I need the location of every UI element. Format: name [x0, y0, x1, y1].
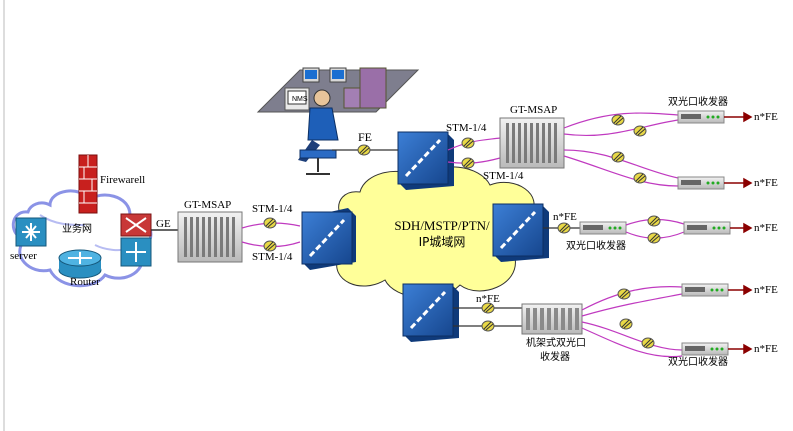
output-arrows — [724, 111, 753, 355]
router-label: Router — [70, 276, 100, 288]
output-nfe-label: n*FE — [754, 111, 778, 123]
attenuator-icon — [357, 144, 371, 156]
attenuator-icon — [647, 232, 661, 244]
attenuator-icon — [611, 151, 625, 163]
transceiver-device — [579, 221, 627, 235]
attenuator-icon — [263, 240, 277, 252]
nfe-label: n*FE — [553, 211, 577, 223]
output-nfe-label: n*FE — [754, 284, 778, 296]
attenuator-icon — [633, 172, 647, 184]
fe-label: FE — [358, 130, 373, 144]
sdh-node-bottom — [402, 283, 459, 342]
stm-label: STM-1/4 — [483, 170, 524, 182]
router-icon — [58, 249, 102, 279]
gt-msap-left-label: GT-MSAP — [184, 199, 232, 211]
output-nfe-label: n*FE — [754, 343, 778, 355]
attenuator-icon — [461, 157, 475, 169]
cloud-line-1: SDH/MSTP/PTN/ — [394, 218, 490, 233]
server-icon — [15, 217, 47, 247]
gt-msap-left-device — [177, 211, 243, 263]
core-switch-icon — [120, 213, 152, 267]
nfe-label: n*FE — [476, 293, 500, 305]
attenuator-icon — [641, 337, 655, 349]
attenuator-icon — [557, 222, 571, 234]
stm-label: STM-1/4 — [446, 122, 487, 134]
nms-workstation — [256, 67, 420, 175]
transceiver-label: 双光口收发器 — [668, 97, 728, 108]
transceiver-device — [677, 176, 725, 190]
firewall-icon — [78, 154, 98, 214]
rack-label-1: 机架式双光口 — [526, 338, 586, 349]
lan-label: 业务网 — [62, 224, 92, 235]
nms-screen-label: NMS — [292, 96, 308, 103]
transceiver-device — [681, 342, 729, 356]
transceiver-label: 双光口收发器 — [668, 357, 728, 368]
ge-label: GE — [156, 218, 171, 230]
attenuator-icon — [619, 318, 633, 330]
sdh-node-top — [397, 131, 454, 190]
attenuator-icon — [647, 215, 661, 227]
sdh-node-left — [301, 208, 356, 270]
stm-label: STM-1/4 — [252, 251, 293, 263]
attenuator-icon — [461, 137, 475, 149]
transceiver-device — [677, 110, 725, 124]
metro-network-label: SDH/MSTP/PTN/ IP城域网 — [382, 218, 502, 250]
gt-msap-top-device — [499, 117, 565, 169]
transceiver-device — [681, 283, 729, 297]
gt-msap-top-label: GT-MSAP — [510, 104, 558, 116]
output-nfe-label: n*FE — [754, 177, 778, 189]
attenuator-icon — [633, 125, 647, 137]
rack-label-2: 收发器 — [540, 352, 570, 363]
transceiver-device — [683, 221, 731, 235]
server-label: server — [10, 250, 37, 262]
rack-transceiver-device — [521, 303, 583, 335]
cloud-line-2: IP城域网 — [418, 235, 466, 249]
output-nfe-label: n*FE — [754, 222, 778, 234]
transceiver-label: 双光口收发器 — [566, 241, 626, 252]
attenuator-icon — [263, 217, 277, 229]
stm-label: STM-1/4 — [252, 203, 293, 215]
sdh-node-right — [492, 203, 549, 262]
firewall-label: Firewarell — [100, 174, 146, 186]
attenuator-icon — [611, 114, 625, 126]
attenuator-icon — [617, 288, 631, 300]
attenuator-icon — [481, 320, 495, 332]
